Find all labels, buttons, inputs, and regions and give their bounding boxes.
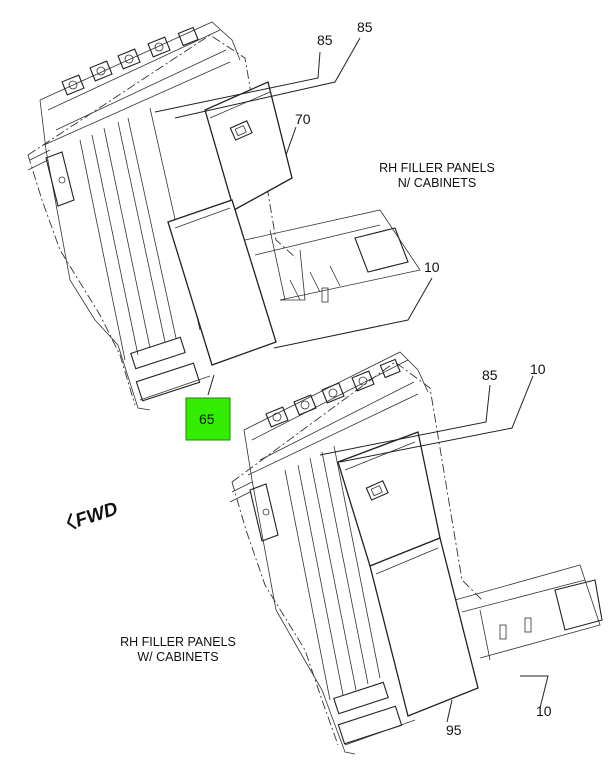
top-assembly xyxy=(27,21,433,411)
callout-10-top: 10 xyxy=(424,259,440,275)
fwd-label: FWD xyxy=(73,498,121,531)
caption-bottom-line2: W/ CABINETS xyxy=(137,650,218,664)
fwd-indicator: FWD xyxy=(66,498,121,532)
bottom-frame xyxy=(229,351,603,755)
panel-65 xyxy=(167,199,277,366)
bottom-assembly xyxy=(229,351,603,755)
top-frame xyxy=(27,21,421,411)
caption-top-line1: RH FILLER PANELS xyxy=(379,161,495,175)
forward-arrow-icon xyxy=(66,513,77,530)
callout-85-bottom: 85 xyxy=(482,367,498,383)
panel-95 xyxy=(369,537,479,717)
callout-85-top-left: 85 xyxy=(317,32,333,48)
top-leaders xyxy=(154,37,433,396)
callout-85-top-right: 85 xyxy=(357,19,373,35)
callout-70: 70 xyxy=(295,111,311,127)
highlight-box-65[interactable] xyxy=(185,397,231,441)
caption-top-line2: N/ CABINETS xyxy=(398,176,477,190)
callout-10-bottom-top: 10 xyxy=(530,361,546,377)
callout-95: 95 xyxy=(446,722,462,738)
bottom-leaders xyxy=(319,375,549,723)
panel-70 xyxy=(204,81,293,211)
callout-65[interactable]: 65 xyxy=(199,411,215,427)
caption-bottom-line1: RH FILLER PANELS xyxy=(120,635,236,649)
callout-10-bottom: 10 xyxy=(536,703,552,719)
